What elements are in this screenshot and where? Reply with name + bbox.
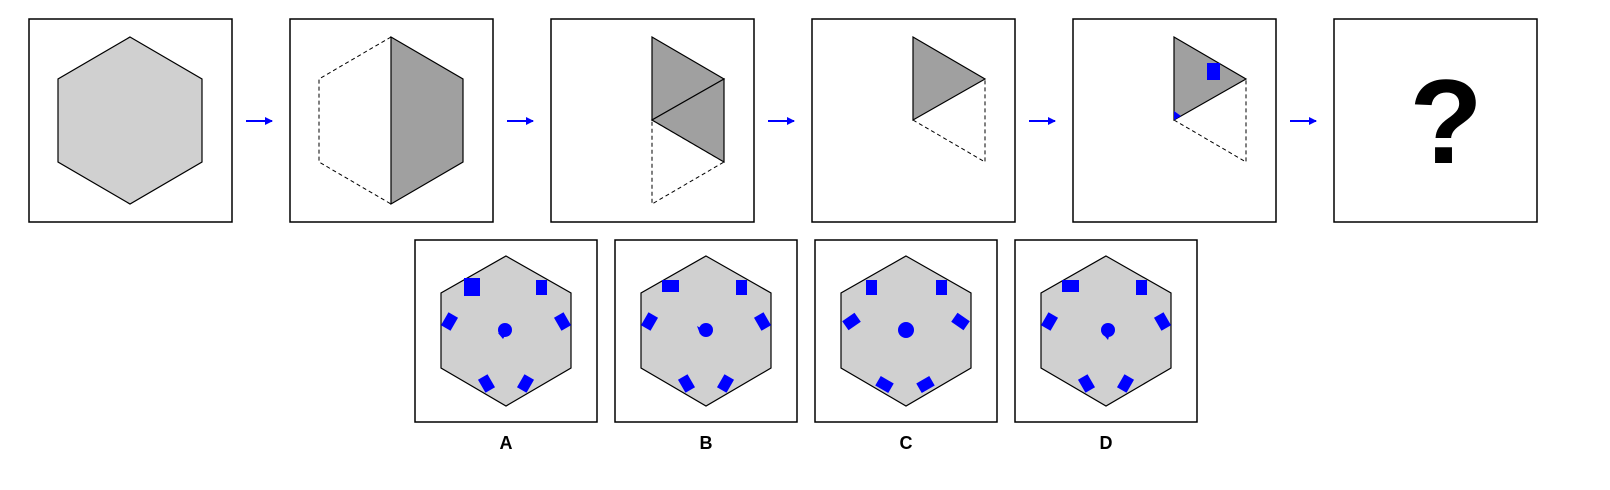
hole-bottom-left (677, 374, 696, 393)
hole-top-left (866, 280, 877, 295)
hole-top-right (736, 280, 747, 295)
option-c-panel[interactable] (814, 239, 998, 423)
hole-bottom-right (716, 374, 735, 393)
step-1-panel (28, 18, 233, 223)
hole-right (553, 312, 572, 331)
hole-center (898, 322, 914, 338)
punched-square-hole (1207, 63, 1220, 80)
hole-right (951, 312, 970, 331)
hole-bottom-right (516, 374, 535, 393)
hole-top-right (536, 280, 547, 295)
folded-lower-triangle (650, 77, 725, 164)
step-3-panel (550, 18, 755, 223)
hole-top-left (464, 278, 480, 296)
hole-center (699, 323, 713, 337)
hole-bottom-right (1116, 374, 1135, 393)
option-a-panel[interactable] (414, 239, 598, 423)
hexagon-shape (57, 36, 203, 205)
folded-half (390, 35, 464, 206)
hole-top-right (1136, 280, 1147, 295)
folded-triangle (912, 35, 987, 122)
option-d-panel[interactable] (1014, 239, 1198, 423)
option-a-label[interactable]: A (499, 433, 513, 453)
option-d-label[interactable]: D (1099, 433, 1113, 453)
hole-left (640, 312, 659, 331)
hole-bottom-left (477, 374, 496, 393)
hole-right (753, 312, 772, 331)
question-frame (1333, 18, 1538, 223)
option-c-label[interactable]: C (899, 433, 913, 453)
option-b-label[interactable]: B (699, 433, 713, 453)
hole-center-notch (1103, 333, 1110, 340)
hole-left (440, 312, 459, 331)
hole-bottom-left (1077, 374, 1096, 393)
hole-bottom-right (916, 375, 935, 394)
hole-top-left (1062, 280, 1079, 292)
hole-center (1101, 323, 1115, 337)
question-mark: ? (1409, 55, 1483, 189)
hole-top-right (936, 280, 947, 295)
hole-left (1040, 312, 1059, 331)
hole-bottom-left (875, 375, 894, 394)
hole-center-notch (498, 333, 506, 339)
punched-corner-hole (1174, 111, 1181, 120)
hole-right (1153, 312, 1172, 331)
option-b-panel[interactable] (614, 239, 798, 423)
question-panel (1333, 18, 1538, 223)
step-2-panel (289, 18, 494, 223)
step-5-panel (1072, 18, 1277, 223)
step-4-panel (811, 18, 1016, 223)
hole-left (842, 312, 861, 331)
hole-center-notch (697, 326, 704, 334)
hole-top-left (662, 280, 679, 292)
